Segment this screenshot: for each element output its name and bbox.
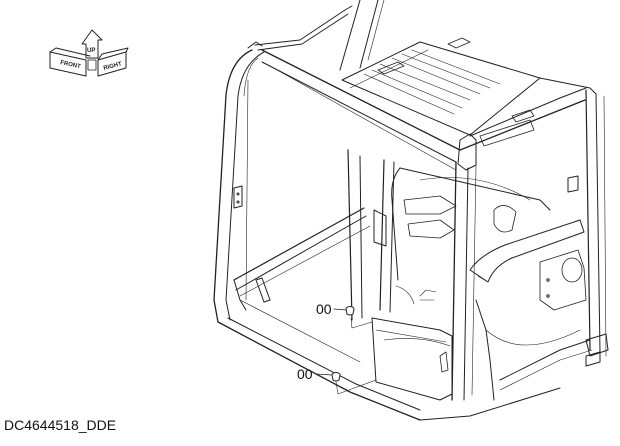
svg-text:RIGHT: RIGHT — [103, 61, 123, 72]
orientation-icon-labels: FRONT RIGHT UP — [60, 48, 123, 72]
part-cap-1 — [345, 306, 355, 316]
drawing-caption: DC4644518_DDE — [4, 417, 117, 433]
callout-label: 00 — [316, 301, 332, 317]
svg-text:FRONT: FRONT — [60, 60, 82, 70]
part-cap-2 — [331, 372, 341, 382]
callout-label: 00 — [297, 366, 313, 382]
svg-text:UP: UP — [87, 48, 95, 54]
orientation-icon — [49, 29, 129, 77]
